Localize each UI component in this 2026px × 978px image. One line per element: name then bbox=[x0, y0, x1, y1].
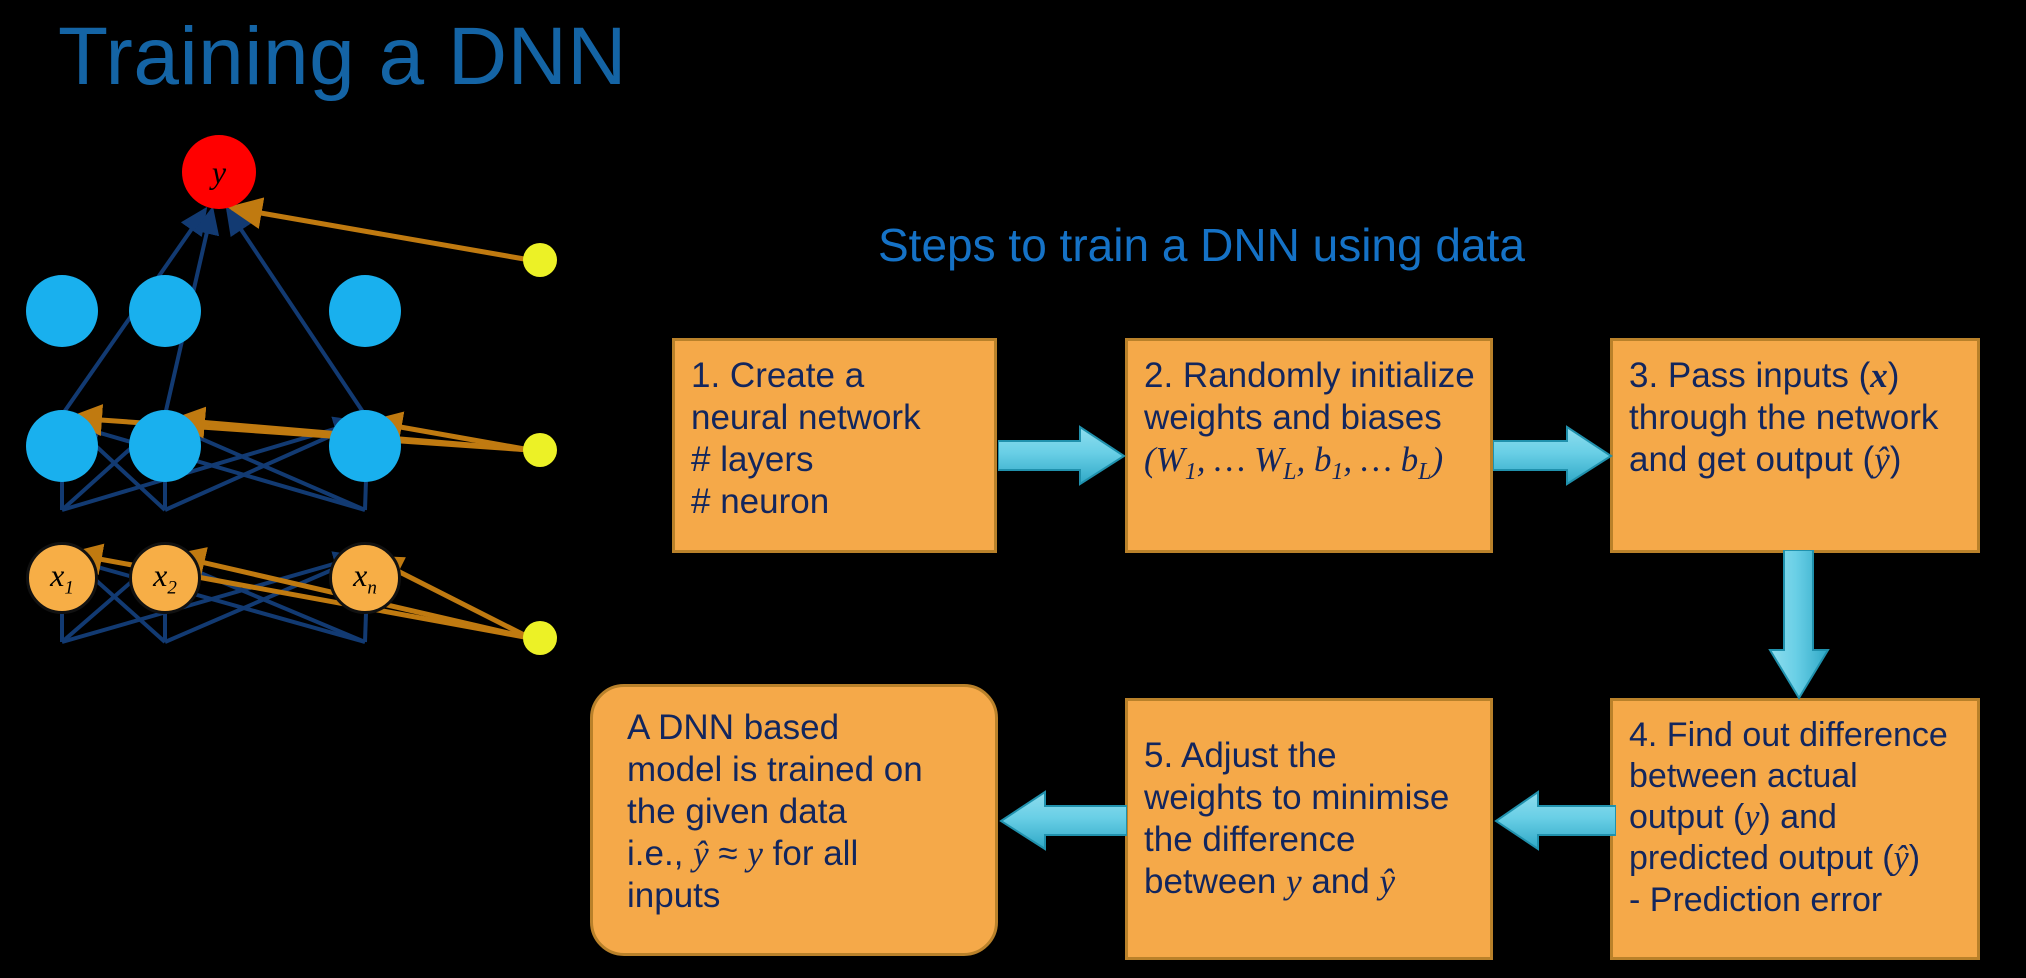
step-1-box[interactable]: 1. Create a neural network # layers # ne… bbox=[672, 338, 997, 553]
page-title: Training a DNN bbox=[58, 11, 628, 102]
step-5-line-3: the difference bbox=[1144, 820, 1356, 859]
input-node-n: xn bbox=[329, 542, 401, 614]
step-1-line-3: # layers bbox=[691, 440, 814, 479]
step-4-line-5: - Prediction error bbox=[1629, 881, 1883, 920]
result-line-1: A DNN based bbox=[627, 708, 840, 747]
step-2-line-2: weights and biases bbox=[1144, 398, 1442, 437]
hidden-node-2-3 bbox=[329, 410, 401, 482]
bias-node-1 bbox=[523, 243, 557, 277]
input-node-n-label: xn bbox=[353, 556, 377, 599]
hidden-node-2-1 bbox=[26, 410, 98, 482]
step-4-line-4: predicted output (ŷ) bbox=[1629, 839, 1921, 878]
result-line-2: model is trained on bbox=[627, 750, 923, 789]
arrow-step5-to-result bbox=[999, 790, 1127, 851]
step-1-line-4: # neuron bbox=[691, 482, 830, 521]
hidden-node-1-2 bbox=[129, 275, 201, 347]
bias-node-3 bbox=[523, 621, 557, 655]
hidden-node-1-3 bbox=[329, 275, 401, 347]
input-node-1: x1 bbox=[26, 542, 98, 614]
result-box[interactable]: A DNN based model is trained on the give… bbox=[590, 684, 998, 956]
step-3-line-1: 3. Pass inputs (x) bbox=[1629, 356, 1900, 395]
step-1-line-2: neural network bbox=[691, 398, 921, 437]
step-4-box[interactable]: 4. Find out difference between actual ou… bbox=[1610, 698, 1980, 960]
bias-node-2 bbox=[523, 433, 557, 467]
result-line-5: inputs bbox=[627, 876, 721, 915]
arrow-step4-to-step5 bbox=[1494, 790, 1616, 851]
input-node-2: x2 bbox=[129, 542, 201, 614]
arrow-step2-to-step3 bbox=[1493, 425, 1613, 486]
step-1-line-1: 1. Create a bbox=[691, 356, 865, 395]
step-4-line-1: 4. Find out difference bbox=[1629, 716, 1948, 754]
step-5-line-1: 5. Adjust the bbox=[1144, 736, 1337, 775]
step-4-line-3: output (y) and bbox=[1629, 797, 1837, 836]
neural-network-diagram: y x1 x2 xn bbox=[0, 110, 600, 770]
step-2-line-3: (W1, … WL, b1, … bL) bbox=[1144, 440, 1444, 485]
hidden-node-2-2 bbox=[129, 410, 201, 482]
network-output-node: y bbox=[182, 135, 256, 209]
step-5-box[interactable]: 5. Adjust the weights to minimise the di… bbox=[1125, 698, 1493, 960]
arrow-step1-to-step2 bbox=[998, 425, 1126, 486]
step-5-line-4: between y and ŷ bbox=[1144, 862, 1396, 901]
output-node-label: y bbox=[211, 153, 227, 190]
input-node-1-label: x1 bbox=[50, 556, 74, 599]
input-node-2-label: x2 bbox=[153, 556, 177, 599]
result-line-3: the given data bbox=[627, 792, 847, 831]
result-line-4: i.e., ŷ ≈ y for all bbox=[627, 834, 859, 873]
step-5-line-2: weights to minimise bbox=[1144, 778, 1450, 817]
step-4-line-2: between actual bbox=[1629, 756, 1858, 795]
section-heading: Steps to train a DNN using data bbox=[878, 219, 1525, 271]
step-3-line-2: through the network bbox=[1629, 398, 1939, 437]
arrow-step3-to-step4 bbox=[1768, 550, 1830, 700]
step-2-line-1: 2. Randomly initialize bbox=[1144, 356, 1475, 395]
step-3-box[interactable]: 3. Pass inputs (x) through the network a… bbox=[1610, 338, 1980, 553]
step-2-box[interactable]: 2. Randomly initialize weights and biase… bbox=[1125, 338, 1493, 553]
hidden-node-1-1 bbox=[26, 275, 98, 347]
step-3-line-3: and get output (ŷ) bbox=[1629, 440, 1902, 479]
